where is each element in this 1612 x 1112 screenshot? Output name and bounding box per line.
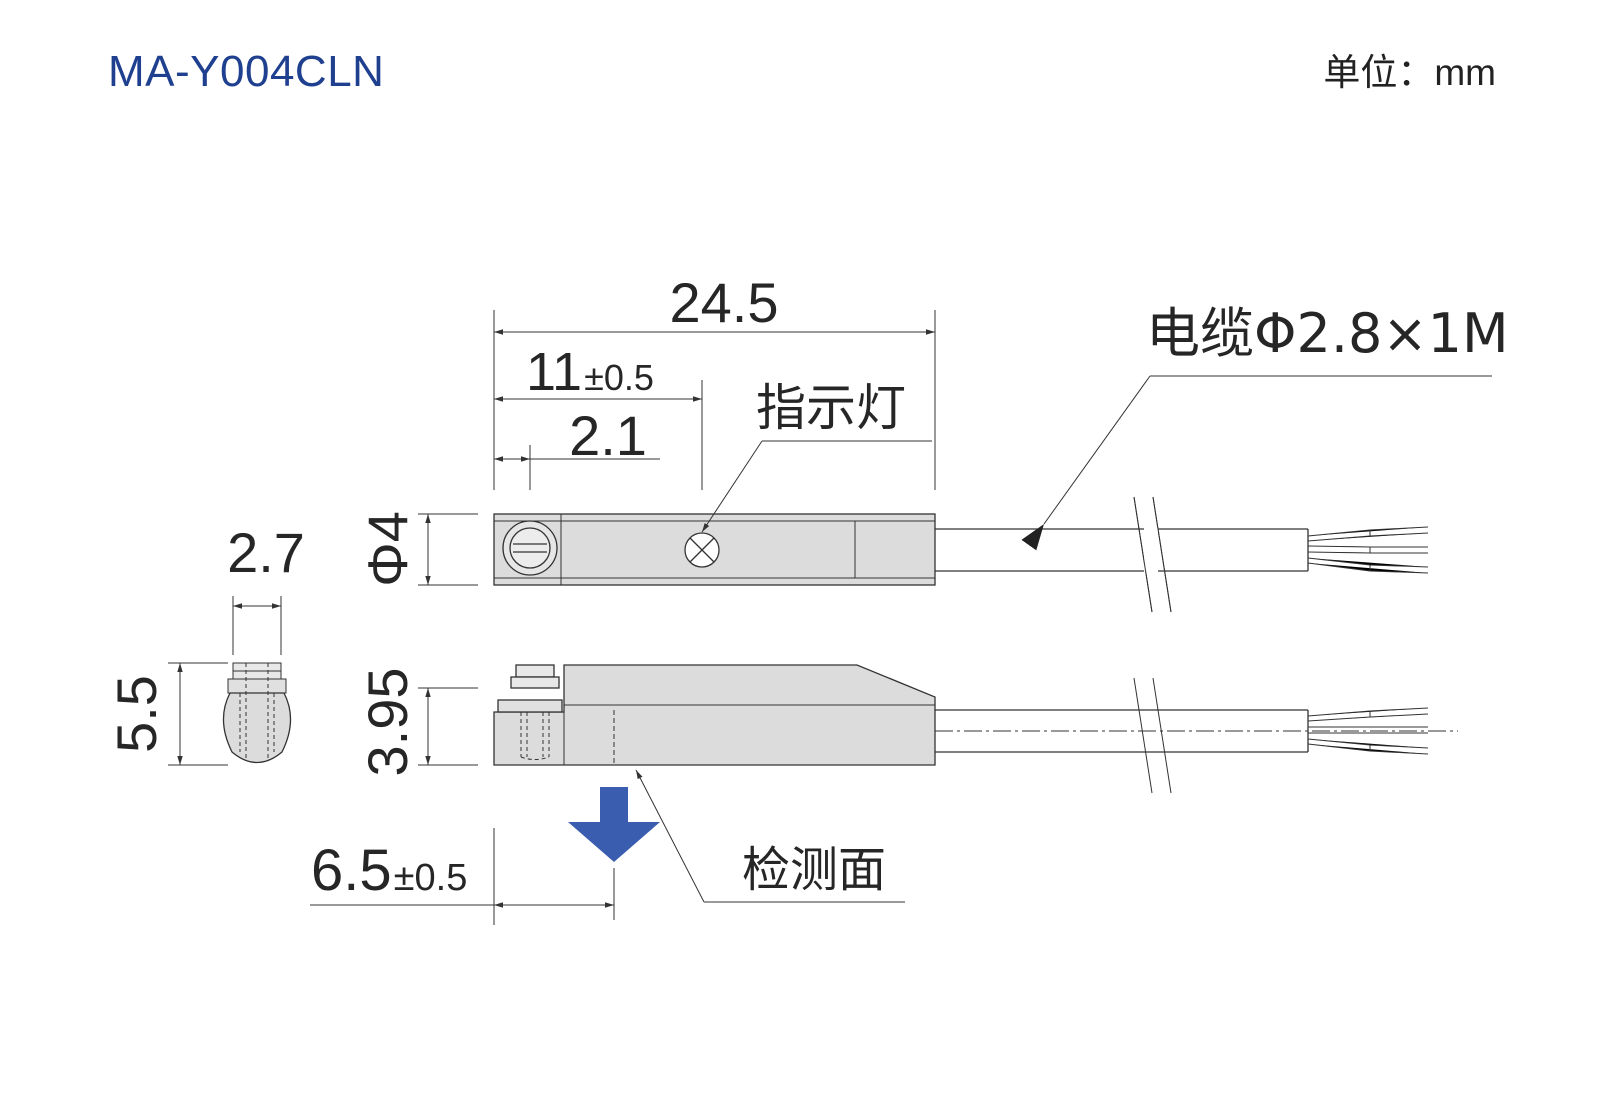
dim-indicator-pos-value: 11 [526,342,582,402]
label-sensing-face: 检测面 [742,842,886,898]
side-view [222,662,292,764]
dim-indicator-pos: 11±0.5 [526,342,654,402]
dim-overall-length: 24.5 [670,271,779,334]
dim-width-side: 2.7 [227,521,305,584]
sensor-body-front [493,664,936,766]
dim-indicator-pos-tol: ±0.5 [584,357,654,398]
sensing-direction-arrow [568,787,660,862]
dim-body-height: 3.95 [356,668,419,777]
wires-top [1307,526,1429,574]
dimension-lines [168,310,1492,925]
model-title: MA-Y004CLN [108,47,385,96]
front-view [493,664,1458,794]
dim-screw-offset: 2.1 [569,404,647,467]
wires-front [1307,707,1429,755]
top-view [493,496,1429,613]
label-cable: 电缆Φ2.8×1M [1146,302,1509,365]
dim-sense-pos-value: 6.5 [311,838,392,903]
label-indicator: 指示灯 [756,379,906,437]
dim-height-side: 5.5 [105,675,168,753]
dim-diameter: Φ4 [356,511,419,587]
unit-label: 单位：mm [1323,52,1496,93]
sensor-body-top [493,513,936,586]
dim-sense-pos: 6.5±0.5 [311,838,467,903]
dim-sense-pos-tol: ±0.5 [394,857,468,899]
